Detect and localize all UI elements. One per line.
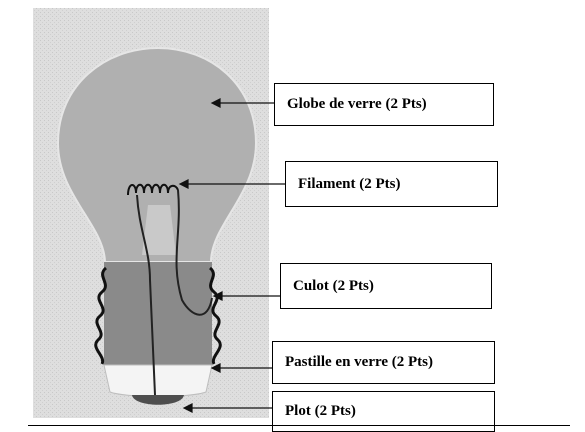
glass-globe: [56, 46, 258, 263]
label-pastille-text: Pastille en verre (2 Pts): [285, 354, 434, 370]
filament-coil: [127, 183, 179, 196]
screw-base: [104, 262, 212, 365]
lead-wire-left: [136, 194, 156, 396]
page-baseline-rule: [28, 425, 570, 426]
label-filament: Filament (2 Pts): [285, 161, 498, 207]
label-culot-text: Culot (2 Pts): [293, 277, 374, 294]
label-pastille-en-verre: Pastille en verre (2 Pts): [272, 341, 495, 384]
glass-insulator: [103, 364, 213, 397]
label-globe-de-verre: Globe de verre (2 Pts): [274, 83, 494, 126]
label-filament-text: Filament (2 Pts): [298, 175, 401, 192]
screw-thread-right: [208, 266, 222, 365]
screw-thread-left: [94, 266, 108, 365]
contact-plot: [132, 395, 184, 405]
label-globe-text: Globe de verre (2 Pts): [287, 96, 427, 112]
lead-wire-right: [175, 189, 213, 316]
leader-arrows: [178, 98, 285, 413]
label-plot-text: Plot (2 Pts): [285, 403, 356, 419]
label-culot: Culot (2 Pts): [280, 263, 492, 309]
glass-stem: [142, 205, 176, 255]
